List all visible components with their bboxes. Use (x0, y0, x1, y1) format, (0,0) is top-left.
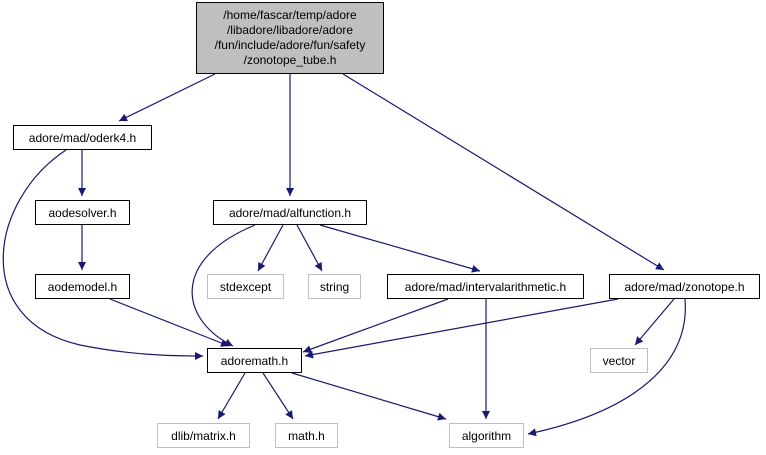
node-algorithm: algorithm (449, 423, 524, 448)
node-stdexcept: stdexcept (207, 274, 284, 299)
node-string: string (308, 274, 361, 299)
edge-intervalarithmetic-to-adoremath (302, 298, 449, 354)
node-math-h: math.h (275, 423, 338, 448)
edge-adoremath-to-mathh (262, 372, 294, 420)
edge-oderk4-to-adoremath (2, 149, 204, 360)
root-line-4: /zonotope_tube.h (243, 53, 337, 67)
edge-adoremath-to-dlibmatrix (217, 372, 246, 420)
node-aodesolver[interactable]: aodesolver.h (35, 200, 130, 225)
node-adoremath[interactable]: adoremath.h (207, 348, 302, 373)
edge-alfunction-to-stdexcept (257, 224, 284, 272)
root-line-1: /home/fascar/temp/adore (223, 8, 357, 22)
node-oderk4[interactable]: adore/mad/oderk4.h (13, 125, 152, 150)
edge-zonotope-to-algorithm (527, 298, 686, 437)
node-vector: vector (590, 348, 648, 373)
edge-adoremath-to-algorithm (291, 372, 447, 421)
node-zonotope[interactable]: adore/mad/zonotope.h (609, 274, 760, 299)
edge-zonotope-to-vector (634, 298, 675, 346)
edge-aodemodel-to-adoremath (109, 298, 230, 347)
node-alfunction[interactable]: adore/mad/alfunction.h (213, 200, 367, 225)
node-aodemodel[interactable]: aodemodel.h (35, 274, 130, 299)
edge-zonotope-to-adoremath (304, 298, 619, 359)
node-intervalarithmetic[interactable]: adore/mad/intervalarithmetic.h (387, 274, 584, 299)
root-line-2: /libadore/libadore/adore (226, 23, 354, 37)
edge-alfunction-to-string (296, 224, 323, 272)
edge-alfunction-to-intervalarithmetic (319, 224, 481, 273)
edge-root-to-zonotope (342, 73, 665, 271)
root-line-3: /fun/include/adore/fun/safety (214, 38, 366, 52)
node-dlib-matrix: dlib/matrix.h (157, 423, 250, 448)
edge-root-to-oderk4 (118, 73, 216, 122)
node-root-zonotope-tube[interactable]: /home/fascar/temp/adore /libadore/libado… (196, 2, 384, 74)
edge-alfunction-to-adoremath (191, 224, 256, 347)
